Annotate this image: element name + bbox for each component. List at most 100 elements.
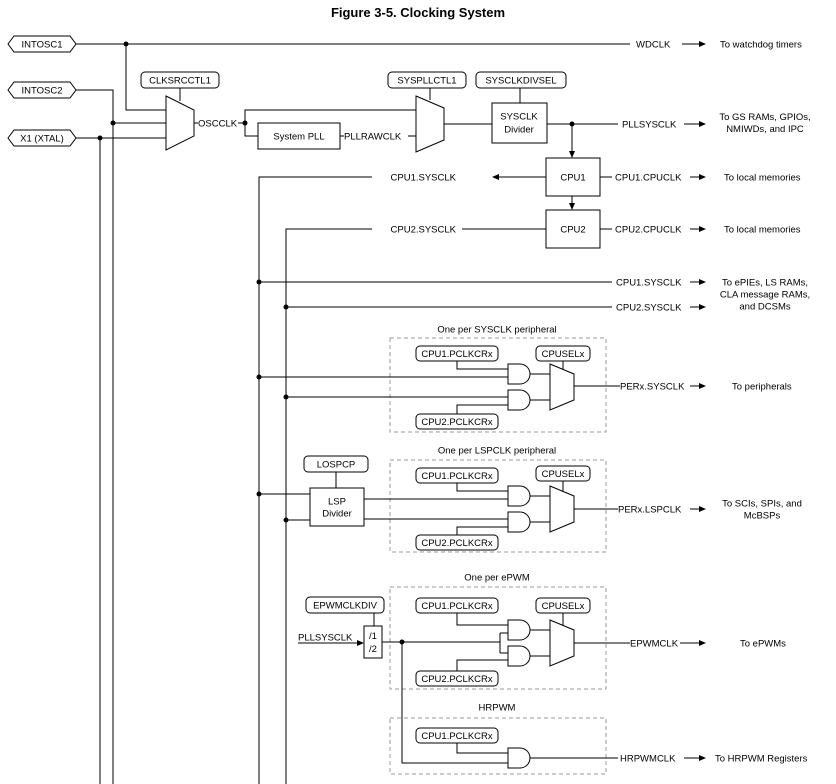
and-gate-cpu2: [507, 511, 531, 533]
arrow-head: [699, 279, 706, 285]
intosc1-label: INTOSC1: [21, 40, 62, 51]
pclkcr2-enable-wire: [456, 659, 508, 671]
lspclk-peripheral-group: [389, 459, 607, 553]
and-gate-cpu2: [507, 645, 531, 667]
hrpwm-registers-dest: To HRPWM Registers: [715, 754, 808, 765]
arrow-head: [699, 383, 706, 389]
pclkcr1-enable-wire: [456, 483, 508, 492]
figure-title: Figure 3-5. Clocking System: [331, 5, 505, 20]
sysclk-peripheral-group: [389, 337, 607, 433]
system-pll-label: System PLL: [273, 132, 324, 143]
cpu2-cpuclk-label: CPU2.CPUCLK: [615, 225, 682, 236]
epwmclkdiv-register: [305, 596, 385, 614]
cpu2-sysclk-label: CPU2.SYSCLK: [391, 225, 457, 236]
junction-dot: [256, 491, 262, 497]
epwmclkdiv-label: EPWMCLKDIV: [313, 601, 378, 612]
cpu2-pclkcrx-register: [415, 670, 499, 687]
clksrcctl1-label: CLKSRCCTL1: [149, 76, 211, 87]
sysclk-divider-block: [491, 102, 548, 144]
epies-dest-2: CLA message RAMs,: [720, 290, 810, 301]
cpusel-mux: [549, 485, 575, 533]
arrow-head: [357, 640, 364, 646]
pclkcr1-enable-wire: [456, 361, 508, 370]
pll-select-mux: [415, 95, 445, 153]
cpu1-label: CPU1: [560, 173, 585, 184]
cpu2-pclkcrx-label: CPU2.PCLKCRx: [421, 674, 493, 685]
clock-source-mux: [165, 95, 195, 151]
sysclkdivsel-register: [475, 71, 567, 89]
cpu1-cpuclk-label: CPU1.CPUCLK: [615, 173, 682, 184]
epwm-group-label: One per ePWM: [464, 573, 530, 584]
oscclk-bypass-wire: [244, 109, 416, 123]
gs-rams-dest-2: NMIWDs, and IPC: [726, 124, 804, 135]
and-gate-cpu1: [507, 619, 531, 641]
epwm-group: [389, 586, 607, 690]
arrow-head: [569, 151, 575, 158]
syspllctl1-label: SYSPLLCTL1: [397, 76, 456, 87]
arrow-head: [699, 755, 706, 761]
lspclk-peripheral-group-label: One per LSPCLK peripheral: [438, 446, 556, 457]
lospcp-label: LOSPCP: [317, 460, 356, 471]
wdclk-label: WDCLK: [636, 40, 671, 51]
intosc2-to-mux-wire: [76, 89, 166, 124]
cpu2-pclkcrx-register: [415, 534, 499, 551]
cpusel-mux: [549, 363, 575, 411]
cpuselx-label: CPUSELx: [542, 601, 585, 612]
arrow-head: [699, 226, 706, 232]
div-2-label: /2: [369, 644, 377, 655]
arrow-head: [492, 174, 499, 180]
epwms-dest: To ePWMs: [740, 639, 786, 650]
lsp-divider-block: [309, 487, 365, 527]
pllrawclk-label: PLLRAWCLK: [344, 132, 402, 143]
hrpwm-group: [389, 717, 607, 775]
intosc1-to-mux-wire: [125, 44, 166, 111]
scis-dest-1: To SCIs, SPIs, and: [722, 499, 802, 510]
arrow-head: [699, 41, 706, 47]
and-gate-cpu1: [507, 485, 531, 507]
cpu2-pclkcrx-label: CPU2.PCLKCRx: [421, 538, 493, 549]
arrow-head: [699, 304, 706, 310]
syspllctl1-register: [387, 71, 467, 89]
junction-dot: [283, 394, 289, 400]
pllsysclk-label: PLLSYSCLK: [622, 120, 677, 131]
cpu1-sysclk-label: CPU1.SYSCLK: [391, 173, 457, 184]
cpu2-pclkcrx-register: [415, 413, 499, 430]
perx-lspclk-label: PERx.LSPCLK: [618, 505, 682, 516]
junction-dot: [256, 279, 262, 285]
watchdog-dest: To watchdog timers: [720, 40, 802, 51]
sysclk-divider-label-2: Divider: [504, 125, 534, 136]
cpu1-sysclk-epie-label: CPU1.SYSCLK: [616, 278, 682, 289]
and-gate-cpu1: [507, 363, 531, 385]
cpu1-pclkcrx-label: CPU1.PCLKCRx: [421, 601, 493, 612]
epies-dest-3: and DCSMs: [739, 302, 790, 313]
cpusel-mux: [549, 619, 575, 667]
sysclk-divider-label-1: SYSCLK: [500, 112, 538, 123]
cpuselx-label: CPUSELx: [542, 349, 585, 360]
junction-dot: [283, 304, 289, 310]
cpu2-pclkcrx-label: CPU2.PCLKCRx: [421, 417, 493, 428]
and-gate-hrpwm: [507, 747, 531, 769]
cpuselx-label: CPUSELx: [542, 469, 585, 480]
epwm-to-hrpwm-wire: [401, 642, 508, 764]
cpu1-pclkcrx-label: CPU1.PCLKCRx: [421, 349, 493, 360]
cpu1-block: [545, 157, 601, 197]
pclkcr2-enable-wire: [456, 404, 508, 414]
local-memories-dest-1: To local memories: [724, 173, 801, 184]
x1-xtal-label: X1 (XTAL): [20, 134, 64, 145]
perx-sysclk-label: PERx.SYSCLK: [620, 382, 685, 393]
scis-dest-2: McBSPs: [744, 511, 781, 522]
sysclk-peripheral-group-label: One per SYSCLK peripheral: [437, 325, 556, 336]
arrow-head: [699, 174, 706, 180]
lsp-divider-label-2: Divider: [322, 509, 352, 520]
cpu2-sysclk-epie-label: CPU2.SYSCLK: [616, 303, 682, 314]
pclkcr1-enable-wire: [456, 613, 508, 626]
sysclkdivsel-label: SYSCLKDIVSEL: [485, 76, 556, 87]
lsp-divider-label-1: LSP: [328, 497, 346, 508]
epies-dest-1: To ePIEs, LS RAMs,: [722, 278, 808, 289]
oscclk-to-pll-wire: [244, 123, 258, 137]
hrpwm-group-label: HRPWM: [479, 703, 516, 714]
and-gate-cpu2: [507, 389, 531, 411]
junction-dot: [283, 517, 289, 523]
arrow-head: [699, 121, 706, 127]
